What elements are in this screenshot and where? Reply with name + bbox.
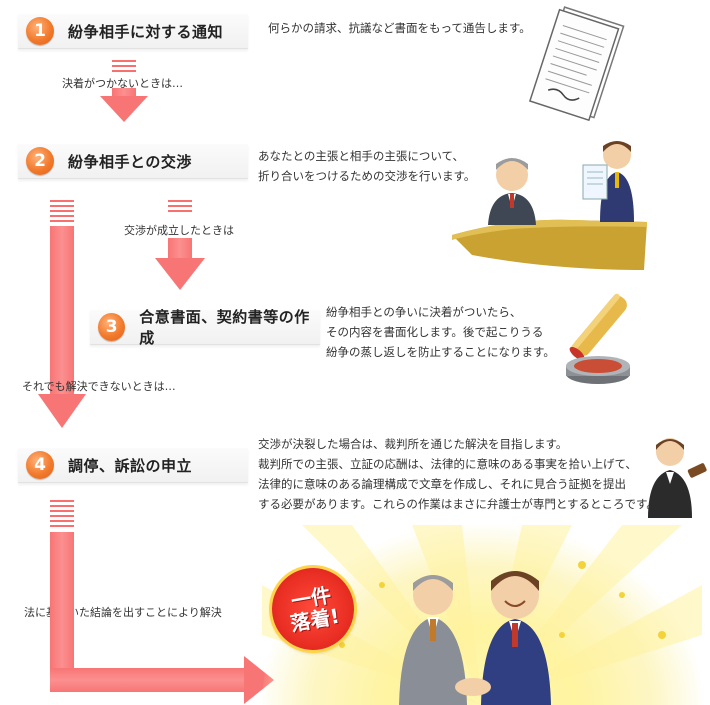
step-1-title: 紛争相手に対する通知 (68, 22, 224, 41)
step-1-number: 1 (26, 17, 54, 45)
step-3-description: 紛争相手との争いに決着がついたら、 その内容を書面化します。後で起こりうる 紛争… (326, 305, 555, 359)
flow-bar-2-mid (168, 238, 192, 260)
flow-arrow-2-mid (155, 258, 205, 290)
flow-stripes-2-left (50, 200, 74, 222)
step-3-title: 合意書面、契約書等の作成 (139, 308, 310, 347)
flow-bar-2-left (50, 226, 74, 396)
flow-stripes-1 (112, 60, 136, 72)
step-2-description: あなたとの主張と相手の主張について、 折り合いをつけるための交渉を行います。 (258, 149, 476, 183)
flow-arrow-2-left (38, 394, 86, 428)
document-illustration (528, 6, 625, 121)
note-still-unresolved: それでも解決できないときは… (22, 380, 176, 393)
flow-arrow-1 (100, 96, 148, 122)
judge-illustration (648, 438, 707, 518)
step-4-description: 交渉が決裂した場合は、裁判所を通じた解決を目指します。 裁判所での主張、立証の応… (258, 437, 658, 511)
negotiation-illustration (452, 141, 647, 270)
flow-bar-4-horizontal (50, 668, 246, 692)
step-2-header: 2 紛争相手との交渉 (18, 144, 248, 179)
flow-bar-4-vertical (50, 532, 74, 692)
handshake-illustration (399, 571, 551, 705)
step-4-header: 4 調停、訴訟の申立 (18, 448, 248, 483)
flow-bar-1 (112, 88, 136, 96)
step-2-number: 2 (26, 147, 54, 175)
seal-stamp-illustration (566, 293, 630, 384)
step-2-title: 紛争相手との交渉 (68, 152, 192, 171)
step-1-description: 何らかの請求、抗議など書面をもって通告します。 (268, 21, 531, 35)
flow-stripes-2-mid (168, 200, 192, 214)
step-4-number: 4 (26, 451, 54, 479)
note-negotiation-success: 交渉が成立したときは (124, 224, 234, 237)
note-no-settlement: 決着がつかないときは… (62, 77, 183, 90)
step-3-header: 3 合意書面、契約書等の作成 (90, 308, 320, 347)
step-3-number: 3 (98, 313, 126, 341)
step-4-title: 調停、訴訟の申立 (68, 456, 193, 475)
flow-stripes-4 (50, 500, 74, 528)
step-1-header: 1 紛争相手に対する通知 (18, 14, 248, 49)
